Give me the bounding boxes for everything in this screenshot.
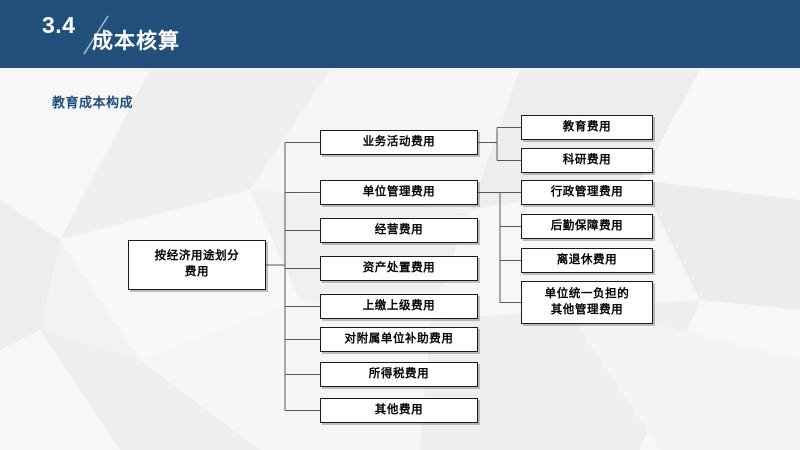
page-title: 成本核算 (92, 30, 180, 53)
node-remittance-to-superior-expense[interactable]: 上缴上级费用 (320, 294, 478, 319)
node-other-management-expense-borne-by-unit[interactable]: 单位统一负担的 其他管理费用 (521, 281, 653, 324)
slash-divider-icon (83, 15, 109, 55)
node-subsidy-to-affiliated-units-expense[interactable]: 对附属单位补助费用 (320, 327, 478, 352)
node-business-activity-expense[interactable]: 业务活动费用 (320, 130, 478, 155)
section-number: 3.4 (42, 12, 76, 38)
node-logistics-support-expense[interactable]: 后勤保障费用 (521, 214, 653, 239)
node-operating-expense[interactable]: 经营费用 (320, 218, 478, 243)
section-subtitle: 教育成本构成 (52, 95, 134, 110)
header-banner (0, 0, 800, 68)
node-education-expense[interactable]: 教育费用 (521, 115, 653, 140)
node-administrative-management-expense[interactable]: 行政管理费用 (521, 180, 653, 205)
node-retirement-expense[interactable]: 离退休费用 (521, 248, 653, 273)
node-unit-management-expense[interactable]: 单位管理费用 (320, 180, 478, 205)
node-root[interactable]: 按经济用途划分 费用 (128, 240, 266, 290)
node-asset-disposal-expense[interactable]: 资产处置费用 (320, 256, 478, 281)
node-other-expense[interactable]: 其他费用 (320, 398, 478, 423)
node-income-tax-expense[interactable]: 所得税费用 (320, 362, 478, 387)
node-research-expense[interactable]: 科研费用 (521, 148, 653, 173)
